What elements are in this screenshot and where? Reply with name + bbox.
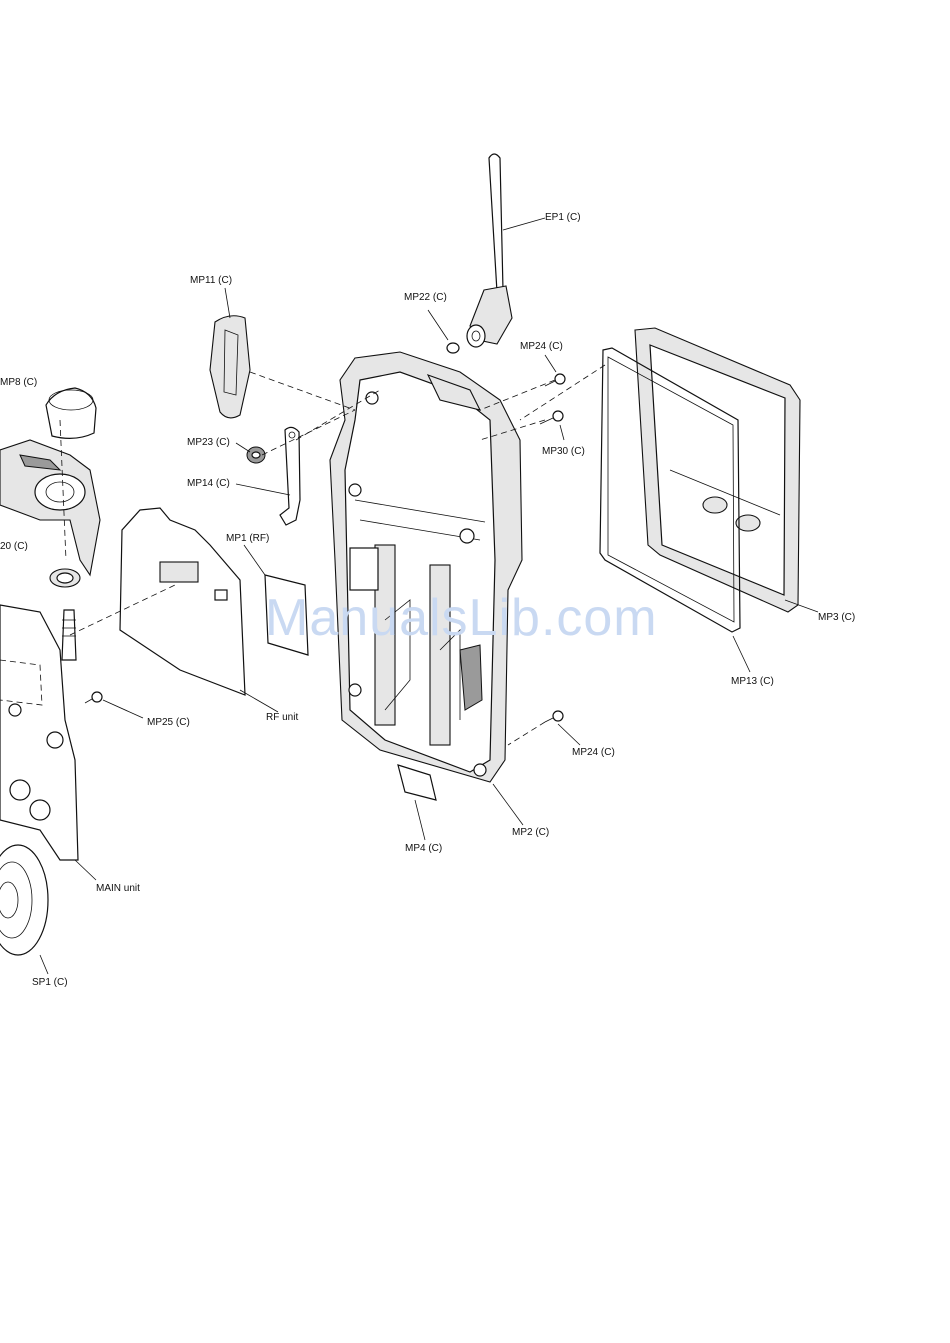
label-mp24-top: MP24 (C) xyxy=(520,341,563,352)
label-mp13: MP13 (C) xyxy=(731,676,774,687)
label-sp1: SP1 (C) xyxy=(32,977,68,988)
watermark: ManualsLib.com xyxy=(265,588,658,648)
label-mp30: MP30 (C) xyxy=(542,446,585,457)
label-mp23: MP23 (C) xyxy=(187,437,230,448)
label-mp4: MP4 (C) xyxy=(405,843,442,854)
label-mp14: MP14 (C) xyxy=(187,478,230,489)
label-mp22: MP22 (C) xyxy=(404,292,447,303)
screw-mp24-bottom xyxy=(545,711,563,722)
label-mp11: MP11 (C) xyxy=(190,275,232,286)
bracket-mp14 xyxy=(280,427,300,525)
speaker-sp1 xyxy=(0,845,48,955)
screw-mp30 xyxy=(540,411,563,424)
label-main-unit: MAIN unit xyxy=(96,883,140,894)
cap-mp11 xyxy=(210,316,250,418)
label-mp1: MP1 (RF) xyxy=(226,533,269,544)
rear-case-mp2 xyxy=(330,352,522,782)
clip-mp4 xyxy=(398,765,436,800)
label-mp3: MP3 (C) xyxy=(818,612,855,623)
label-mp2: MP2 (C) xyxy=(512,827,549,838)
o-ring-mp22 xyxy=(447,343,459,353)
battery-cover-mp3 xyxy=(635,328,800,612)
knob-mp8 xyxy=(46,388,96,438)
label-ep1: EP1 (C) xyxy=(545,212,581,223)
antenna-ep1 xyxy=(467,154,512,347)
top-control-assembly xyxy=(0,440,100,575)
label-mp24-bottom: MP24 (C) xyxy=(572,747,615,758)
label-rf-unit: RF unit xyxy=(266,712,298,723)
label-mp25: MP25 (C) xyxy=(147,717,190,728)
screw-mp25 xyxy=(85,692,102,703)
label-mp8: MP8 (C) xyxy=(0,377,37,388)
label-mp20: 20 (C) xyxy=(0,541,28,552)
